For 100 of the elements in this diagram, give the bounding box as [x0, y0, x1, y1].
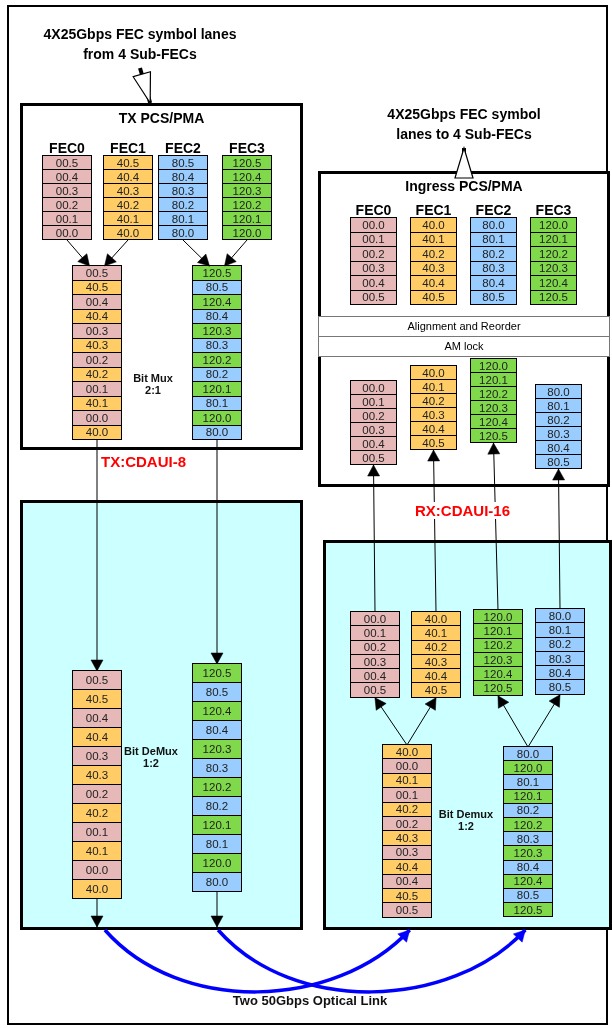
arrow — [90, 898, 104, 928]
fec-symbol-cell: 40.5 — [411, 682, 461, 698]
fec-symbol-cell: 40.4 — [72, 727, 122, 747]
fec-symbol-cell: 80.0 — [158, 225, 208, 240]
fec-symbol-cell: 120.0 — [192, 853, 242, 873]
fec-symbol-cell: 40.3 — [72, 765, 122, 785]
block-panel — [318, 171, 610, 487]
fec-symbol-cell: 80.2 — [470, 246, 517, 262]
module-panel — [323, 540, 612, 930]
fec-symbol-cell: 80.1 — [503, 774, 553, 790]
fec-symbol-cell: 80.0 — [192, 872, 242, 892]
fec-symbol-cell: 120.4 — [530, 275, 577, 291]
arrow — [374, 697, 408, 746]
block-panel — [20, 103, 303, 450]
process-band: Alignment and Reorder — [318, 316, 610, 337]
fec-symbol-cell: 00.1 — [350, 625, 400, 641]
fec-symbol-cell: 120.5 — [473, 680, 523, 696]
text-label: Bit DeMux 1:2 — [123, 745, 179, 769]
fec-symbol-cell: 40.0 — [103, 225, 153, 240]
fec-symbol-cell: 80.0 — [470, 217, 517, 233]
fec-symbol-cell: 00.3 — [72, 323, 122, 339]
panel-title: TX PCS/PMA — [117, 110, 206, 126]
fec-symbol-cell: 80.2 — [192, 796, 242, 816]
fec-symbol-cell: 00.0 — [350, 217, 397, 233]
fec-symbol-cell: 120.5 — [192, 265, 242, 281]
fec-symbol-cell: 00.4 — [72, 294, 122, 310]
fec-symbol-cell: 40.0 — [72, 879, 122, 899]
fec-heading: FEC1 — [414, 202, 453, 218]
fec-symbol-cell: 120.0 — [530, 217, 577, 233]
fec-symbol-cell: 00.0 — [72, 860, 122, 880]
arrow — [103, 928, 411, 994]
fec-symbol-cell: 00.5 — [382, 902, 432, 918]
fec-symbol-cell: 00.1 — [72, 381, 122, 397]
fec-heading: FEC3 — [534, 202, 573, 218]
fec-heading: FEC2 — [164, 140, 202, 156]
fec-symbol-cell: 120.5 — [470, 428, 517, 443]
fec-symbol-cell: 120.0 — [192, 410, 242, 426]
arrow — [527, 694, 561, 748]
fec-symbol-cell: 00.0 — [72, 410, 122, 426]
fec-heading: FEC0 — [354, 202, 393, 218]
fec-symbol-cell: 120.2 — [192, 352, 242, 368]
fec-symbol-cell: 120.2 — [530, 246, 577, 262]
block-arrow — [132, 67, 153, 104]
fec-symbol-cell: 40.0 — [410, 217, 457, 233]
fec-symbol-cell: 80.1 — [535, 622, 585, 638]
caption-text: 4X25Gbps FEC symbol lanes to 4 Sub-FECs — [368, 104, 560, 148]
fec-heading: FEC3 — [228, 140, 266, 156]
process-band: AM lock — [318, 336, 610, 357]
fec-symbol-cell: 00.1 — [382, 787, 432, 803]
arrow — [552, 468, 565, 610]
fec-heading: FEC2 — [474, 202, 513, 218]
fec-symbol-cell: 00.2 — [72, 352, 122, 368]
arrow — [216, 928, 527, 994]
fec-symbol-cell: 80.3 — [192, 758, 242, 778]
fec-symbol-cell: 00.2 — [72, 784, 122, 804]
panel-title: Ingress PCS/PMA — [404, 178, 524, 194]
fec-symbol-cell: 40.2 — [410, 246, 457, 262]
fec-symbol-cell: 80.5 — [535, 454, 582, 469]
fec-symbol-cell: 00.5 — [350, 450, 397, 465]
fec-symbol-cell: 80.4 — [192, 720, 242, 740]
fec-symbol-cell: 120.1 — [192, 815, 242, 835]
arrow — [182, 239, 210, 267]
fec-symbol-cell: 00.2 — [350, 246, 397, 262]
arrow — [90, 439, 104, 672]
text-label: Two 50Gbps Optical Link — [231, 993, 389, 1008]
fec-symbol-cell: 40.5 — [72, 689, 122, 709]
text-label: Bit Mux 2:1 — [132, 372, 174, 396]
fec-symbol-cell: 120.3 — [192, 739, 242, 759]
fec-symbol-cell: 80.5 — [535, 679, 585, 695]
arrow — [224, 239, 248, 267]
fec-symbol-cell: 00.5 — [72, 670, 122, 690]
fec-symbol-cell: 00.1 — [72, 822, 122, 842]
fec-symbol-cell: 80.1 — [192, 834, 242, 854]
arrow — [367, 464, 380, 613]
arrow — [427, 449, 440, 613]
fec-symbol-cell: 120.1 — [192, 381, 242, 397]
fec-symbol-cell: 80.4 — [470, 275, 517, 291]
fec-symbol-cell: 40.4 — [382, 859, 432, 875]
fec-symbol-cell: 00.4 — [72, 708, 122, 728]
fec-symbol-cell: 120.2 — [192, 777, 242, 797]
fec-symbol-cell: 120.0 — [222, 225, 272, 240]
fec-symbol-cell: 120.5 — [192, 663, 242, 683]
fec-symbol-cell: 00.5 — [72, 265, 122, 281]
arrow — [66, 239, 90, 267]
caption-text: 4X25Gbps FEC symbol lanes from 4 Sub-FECs — [40, 24, 240, 68]
fec-symbol-cell: 80.5 — [192, 682, 242, 702]
fec-symbol-cell: 00.3 — [72, 746, 122, 766]
arrow — [487, 442, 501, 611]
fec-symbol-cell: 40.3 — [382, 830, 432, 846]
fec-symbol-cell: 40.1 — [72, 841, 122, 861]
text-label: Bit Demux 1:2 — [437, 808, 495, 832]
fec-symbol-cell: 120.3 — [192, 323, 242, 339]
arrow — [104, 239, 129, 267]
fec-symbol-cell: 00.0 — [382, 758, 432, 774]
fec-symbol-cell: 00.4 — [350, 275, 397, 291]
fec-symbol-cell: 00.5 — [350, 682, 400, 698]
fec-symbol-cell: 120.3 — [503, 845, 553, 861]
fec-symbol-cell: 40.2 — [72, 803, 122, 823]
arrow — [406, 697, 437, 746]
fec-symbol-cell: 120.4 — [192, 294, 242, 310]
